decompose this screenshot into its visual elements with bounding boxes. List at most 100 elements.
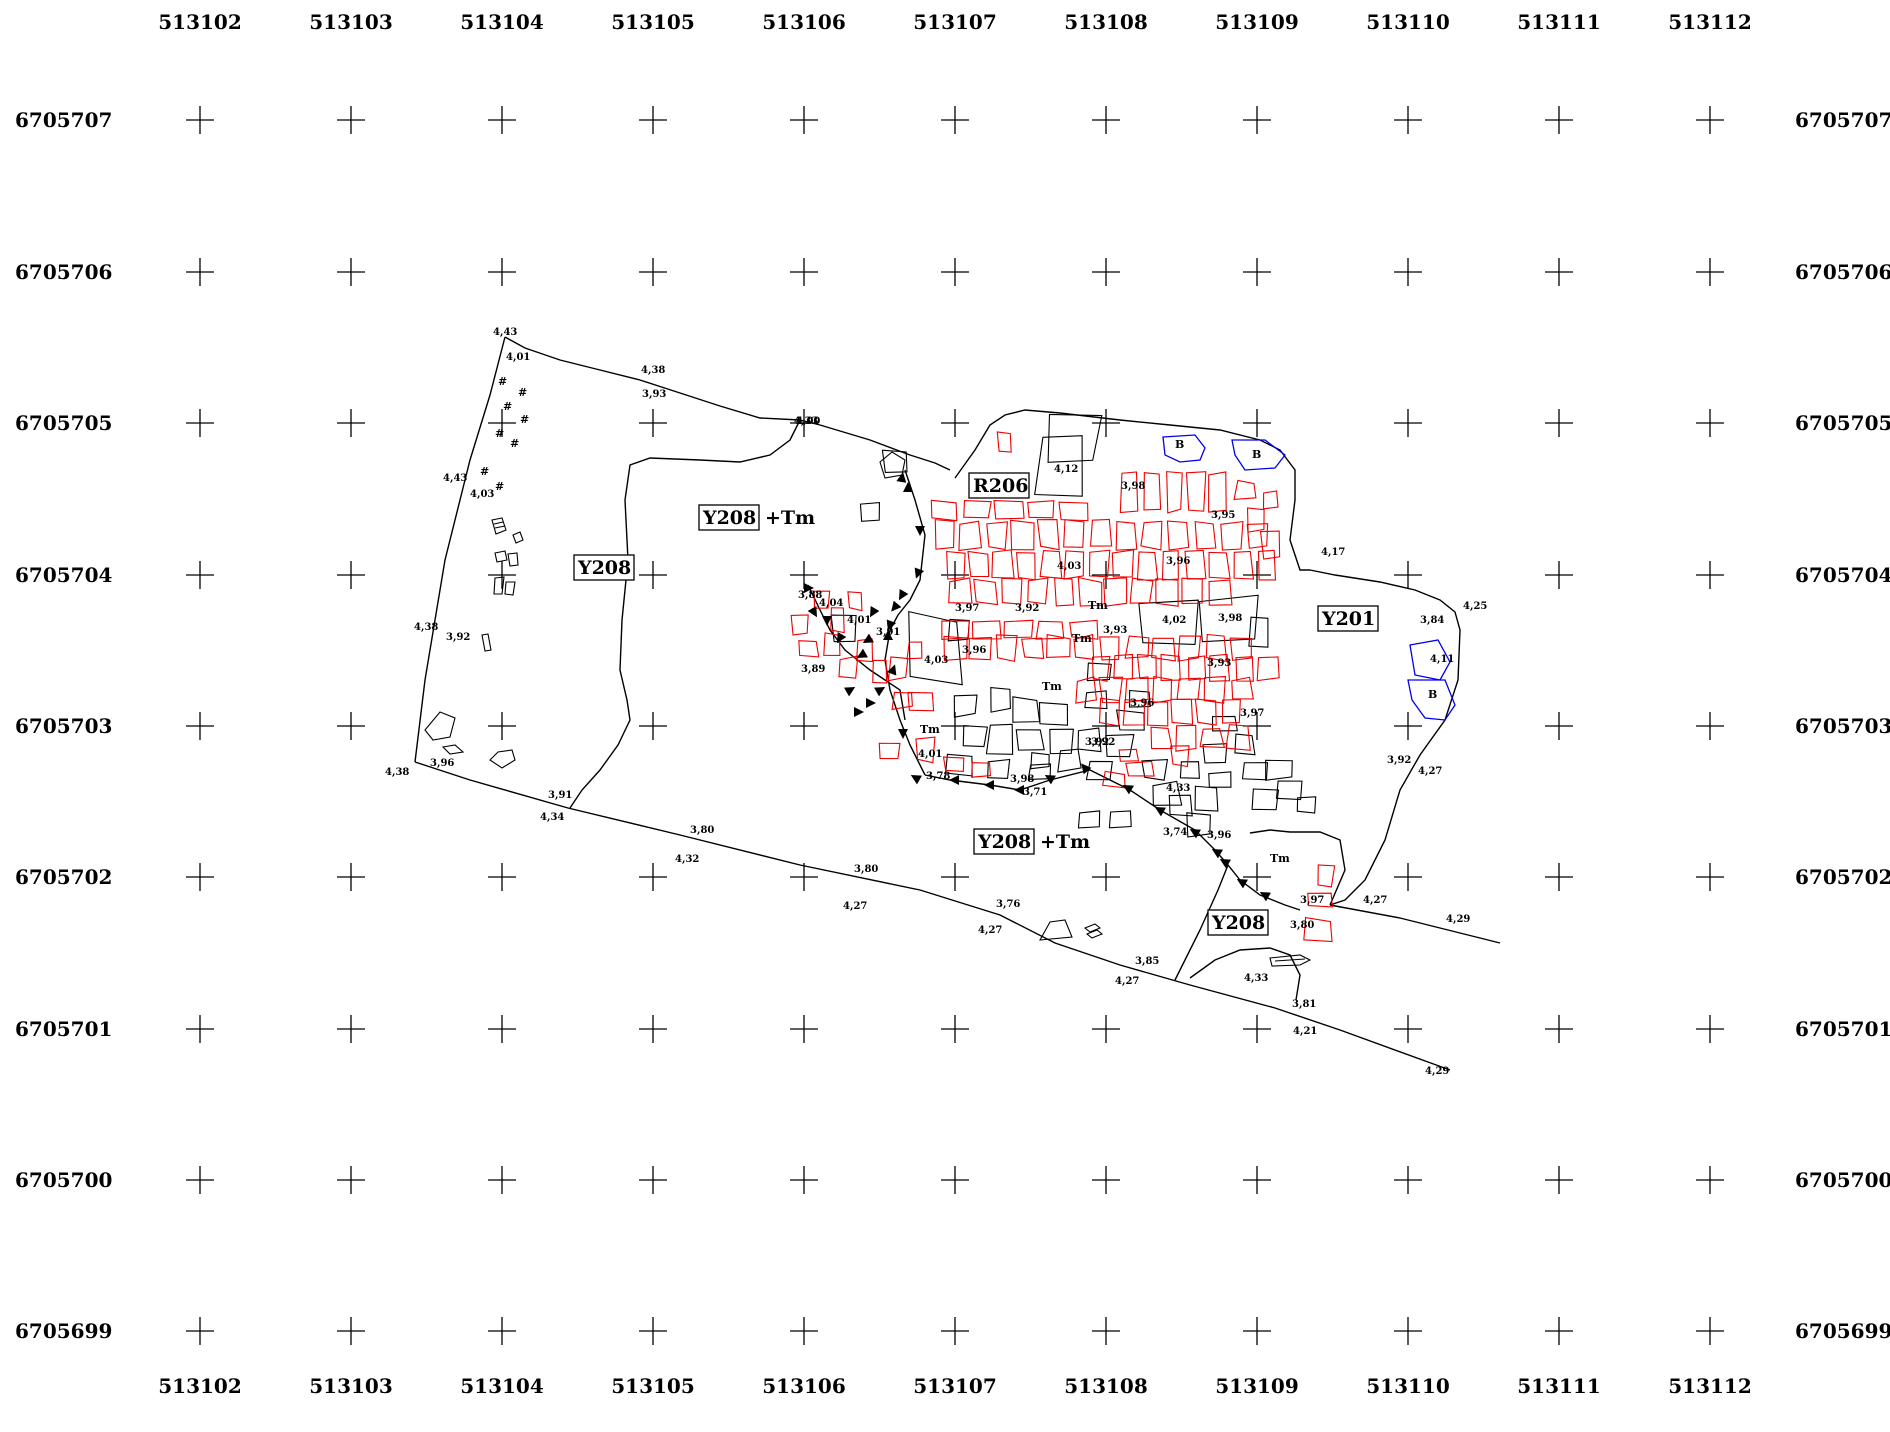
feature-suffix: +Tm: [1040, 831, 1090, 853]
stone-black: [1198, 594, 1259, 643]
elevation-label: 3,96: [1207, 830, 1231, 841]
stone-red: [971, 620, 1002, 640]
elevation-label: 3,76: [996, 899, 1020, 910]
grid-cross: [1394, 106, 1422, 134]
easting-label-bottom: 513104: [460, 1374, 544, 1398]
grid-cross: [790, 1166, 818, 1194]
grid-cross: [1092, 409, 1120, 437]
context-boundary: [1189, 947, 1301, 1001]
cut-marker: [1259, 892, 1271, 902]
grid-cross: [1243, 1166, 1271, 1194]
stone-red: [995, 634, 1018, 663]
northing-label-right: 6705701: [1795, 1017, 1890, 1041]
grid-cross: [186, 863, 214, 891]
grid-cross: [1394, 561, 1422, 589]
stone-red: [1136, 551, 1159, 581]
stone-blue: [1409, 639, 1451, 681]
elevation-label: 3,91: [876, 627, 900, 638]
tm-symbol: Tm: [1072, 632, 1092, 645]
grid-cross: [488, 1015, 516, 1043]
elevation-label: 4,00: [796, 416, 820, 427]
feature-label-y201: Y201: [1317, 605, 1379, 632]
stone-red: [1010, 519, 1035, 551]
cut-marker: [837, 632, 847, 644]
stone-red: [1015, 552, 1036, 581]
easting-label-top: 513105: [611, 10, 695, 34]
easting-label-top: 513108: [1064, 10, 1148, 34]
elevation-label: 3,88: [798, 590, 822, 601]
stone-red: [1147, 701, 1169, 727]
cut-marker: [1122, 785, 1134, 795]
cut-marker: [854, 707, 864, 717]
feature-label-y208-west: Y208: [573, 554, 635, 581]
cut-marker: [910, 775, 922, 785]
stone-red: [1170, 698, 1194, 725]
elevation-label: 4,27: [843, 901, 867, 912]
elevation-label: 4,03: [924, 655, 948, 666]
stone-red: [963, 499, 992, 519]
hatched-objects: ### ### ##: [424, 375, 1312, 967]
grid-cross: [1696, 258, 1724, 286]
grid-cross: [337, 863, 365, 891]
cut-marker: [866, 698, 876, 708]
elevation-label: 4,01: [847, 615, 871, 626]
stone-red: [1199, 728, 1226, 748]
stone-red: [1185, 471, 1207, 512]
stone-black: [1015, 729, 1045, 751]
stone-red: [1209, 653, 1231, 682]
stone-red: [1194, 520, 1217, 550]
stone-red: [1176, 677, 1201, 700]
stone-red: [1075, 676, 1098, 704]
elevation-label: 4,29: [1425, 1066, 1449, 1077]
grid-cross: [1545, 1015, 1573, 1043]
hatched-object: [504, 581, 516, 596]
feature-label-r206: R206: [968, 472, 1030, 499]
cut-marker: [1154, 807, 1166, 817]
stone-red: [1160, 653, 1181, 682]
grid-cross: [1696, 863, 1724, 891]
hatched-object: [481, 633, 492, 652]
stone-black: [1077, 727, 1102, 753]
grid-cross: [186, 1015, 214, 1043]
stone-red: [1208, 579, 1233, 606]
elevation-label: 4,27: [978, 925, 1002, 936]
stone-red: [1027, 577, 1049, 605]
elevation-label: 4,33: [1244, 973, 1268, 984]
elevation-label: 4,03: [1057, 561, 1081, 572]
stone-red: [1181, 577, 1203, 605]
elevation-label: 4,43: [493, 327, 517, 338]
elevation-label: 4,27: [1418, 766, 1442, 777]
grid-cross: [337, 1317, 365, 1345]
stone-black: [859, 502, 881, 522]
stone-blue: [1231, 439, 1286, 471]
stone-red: [943, 635, 968, 662]
stone-black: [1012, 696, 1041, 723]
stone-black: [1086, 662, 1112, 682]
grid-cross: [1394, 258, 1422, 286]
stone-red: [1166, 471, 1183, 514]
stone-black: [1085, 760, 1113, 781]
elevation-label: 3,91: [548, 790, 572, 801]
grid-cross: [790, 1317, 818, 1345]
stone-black: [1186, 812, 1211, 838]
grid-cross: [1243, 409, 1271, 437]
elevation-label: 3,93: [642, 389, 666, 400]
svg-text:#: #: [495, 480, 504, 493]
stone-red: [1257, 549, 1277, 581]
stone-red: [1077, 576, 1103, 607]
elevation-label: 3,93: [1103, 625, 1127, 636]
feature-label-y208-east: Y208: [1207, 909, 1269, 936]
svg-text:#: #: [495, 427, 504, 440]
elevation-label: 3,81: [1292, 999, 1316, 1010]
hatched-object: [494, 550, 508, 563]
cut-marker: [804, 583, 814, 593]
easting-label-bottom: 513111: [1517, 1374, 1601, 1398]
grid-cross: [1545, 106, 1573, 134]
stone-red: [915, 736, 936, 764]
cut-marker: [822, 616, 832, 626]
stone-red: [838, 655, 859, 679]
stone-red: [1099, 636, 1120, 661]
easting-label-bottom: 513103: [309, 1374, 393, 1398]
